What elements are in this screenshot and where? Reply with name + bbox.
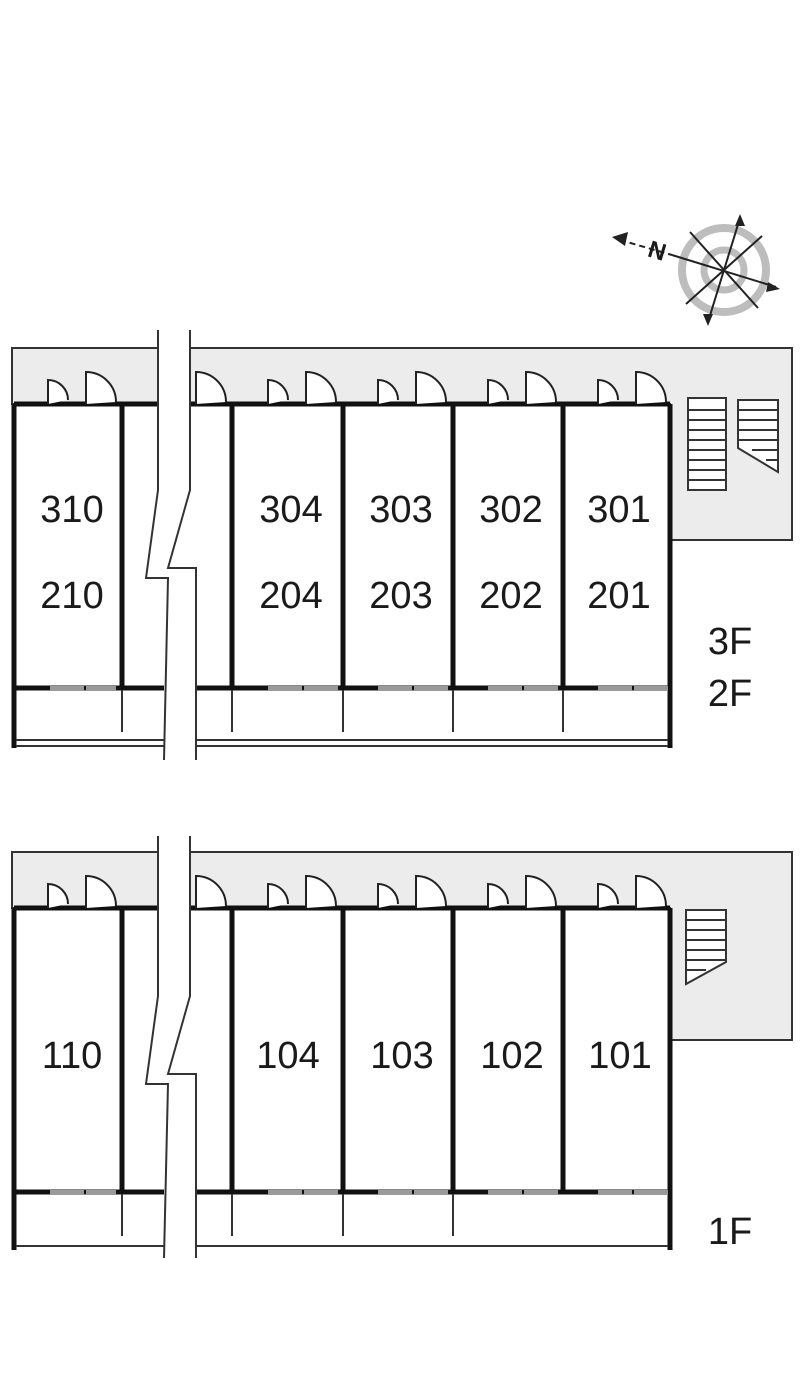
- compass-rose-icon: [612, 214, 780, 326]
- unit-label-303: 303: [369, 489, 432, 531]
- unit-label-204: 204: [259, 575, 322, 617]
- unit-label-101: 101: [588, 1035, 651, 1077]
- lower-building-block: [11, 836, 793, 1259]
- upper-building-block: [11, 330, 793, 761]
- unit-label-302: 302: [479, 489, 542, 531]
- unit-label-202: 202: [479, 575, 542, 617]
- compass-north-label: N: [645, 236, 669, 267]
- unit-label-203: 203: [369, 575, 432, 617]
- unit-label-104: 104: [256, 1035, 319, 1077]
- unit-label-103: 103: [370, 1035, 433, 1077]
- unit-label-304: 304: [259, 489, 322, 531]
- floor-label-1f: 1F: [708, 1211, 752, 1253]
- stairs-icon: [685, 909, 727, 986]
- stairs-icon: [687, 397, 779, 491]
- unit-label-210: 210: [40, 575, 103, 617]
- floor-label-3f: 3F: [708, 621, 752, 663]
- unit-label-201: 201: [587, 575, 650, 617]
- floor-label-2f: 2F: [708, 673, 752, 715]
- unit-label-102: 102: [480, 1035, 543, 1077]
- unit-label-301: 301: [587, 489, 650, 531]
- unit-label-310: 310: [40, 489, 103, 531]
- unit-label-110: 110: [42, 1035, 103, 1077]
